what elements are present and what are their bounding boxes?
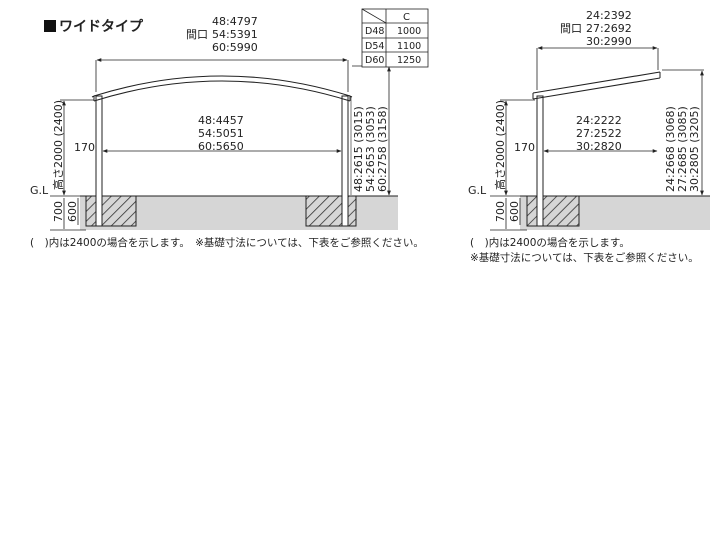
inner-dim-left-3: 60:5650 bbox=[198, 140, 244, 153]
side-dim-right-3: 30:2805 (3205) bbox=[688, 106, 701, 192]
inner-dim-left-2: 54:5051 bbox=[198, 127, 244, 140]
depth-600-right: 600 bbox=[508, 201, 521, 222]
table-row-label: D60 bbox=[365, 55, 384, 66]
black-square-icon bbox=[44, 20, 56, 32]
table-row-label: D48 bbox=[365, 26, 384, 37]
top-prefix-left: 間口 bbox=[186, 28, 208, 41]
side-dim-left-3: 60:2758 (3158) bbox=[376, 106, 389, 192]
top-dim-left-1: 48:4797 bbox=[212, 15, 258, 28]
table-row-value: 1100 bbox=[397, 41, 421, 52]
side-dim-right-2: 27:2685 (3085) bbox=[676, 106, 689, 192]
roof-right bbox=[532, 71, 661, 94]
note-right-1: ( )内は2400の場合を示します。 bbox=[470, 236, 630, 249]
side-dim-left-1: 48:2615 (3015) bbox=[352, 106, 365, 192]
post-left-b bbox=[341, 95, 349, 227]
top-prefix-right: 間口 bbox=[560, 22, 582, 35]
post-left-a bbox=[95, 95, 103, 227]
inner-dim-right-3: 30:2820 bbox=[576, 140, 622, 153]
top-dim-right-1: 24:2392 bbox=[586, 9, 632, 22]
mark-170-left: 170 bbox=[74, 141, 95, 154]
height-label-left: 高さ2000 (2400) bbox=[51, 100, 65, 190]
left-elevation: 48:4797 間口 54:5391 60:5990 48:4457 54:50… bbox=[30, 15, 424, 249]
depth-600-left: 600 bbox=[66, 201, 79, 222]
inner-dim-right-1: 24:2222 bbox=[576, 114, 622, 127]
post-right bbox=[536, 95, 544, 227]
side-dim-right-1: 24:2668 (3068) bbox=[664, 106, 677, 192]
table-row-label: D54 bbox=[365, 41, 384, 52]
mark-170-right: 170 bbox=[514, 141, 535, 154]
section-title-text: ワイドタイプ bbox=[59, 19, 143, 35]
inner-dim-right-2: 27:2522 bbox=[576, 127, 622, 140]
height-label-right: 高さ2000 (2400) bbox=[493, 100, 507, 190]
side-dim-left-2: 54:2653 (3053) bbox=[364, 106, 377, 192]
top-dim-left-2: 54:5391 bbox=[212, 28, 258, 41]
top-dim-right-3: 30:2990 bbox=[586, 35, 632, 48]
inner-dim-left-1: 48:4457 bbox=[198, 114, 244, 127]
arched-roof-left bbox=[93, 75, 351, 97]
top-dim-left-3: 60:5990 bbox=[212, 41, 258, 54]
table-row-value: 1000 bbox=[397, 26, 421, 37]
note-left: ( )内は2400の場合を示します。 ※基礎寸法については、下表をご参照ください… bbox=[30, 236, 424, 249]
depth-700-right: 700 bbox=[494, 201, 507, 222]
note-right-2: ※基礎寸法については、下表をご参照ください。 bbox=[470, 251, 699, 264]
table-header-c: C bbox=[403, 12, 410, 23]
foundation-table: C D48 1000 D54 1100 D60 1250 bbox=[361, 8, 429, 68]
section-title: ワイドタイプ bbox=[44, 16, 143, 36]
gl-label-right: G.L bbox=[468, 184, 487, 197]
top-dim-right-2: 27:2692 bbox=[586, 22, 632, 35]
footing-left-a bbox=[85, 195, 137, 227]
depth-700-left: 700 bbox=[52, 201, 65, 222]
footing-right bbox=[526, 195, 580, 227]
right-elevation: 24:2392 間口 27:2692 30:2990 24:2222 27:25… bbox=[468, 9, 710, 264]
table-row-value: 1250 bbox=[397, 55, 421, 66]
gl-label-left: G.L bbox=[30, 184, 49, 197]
